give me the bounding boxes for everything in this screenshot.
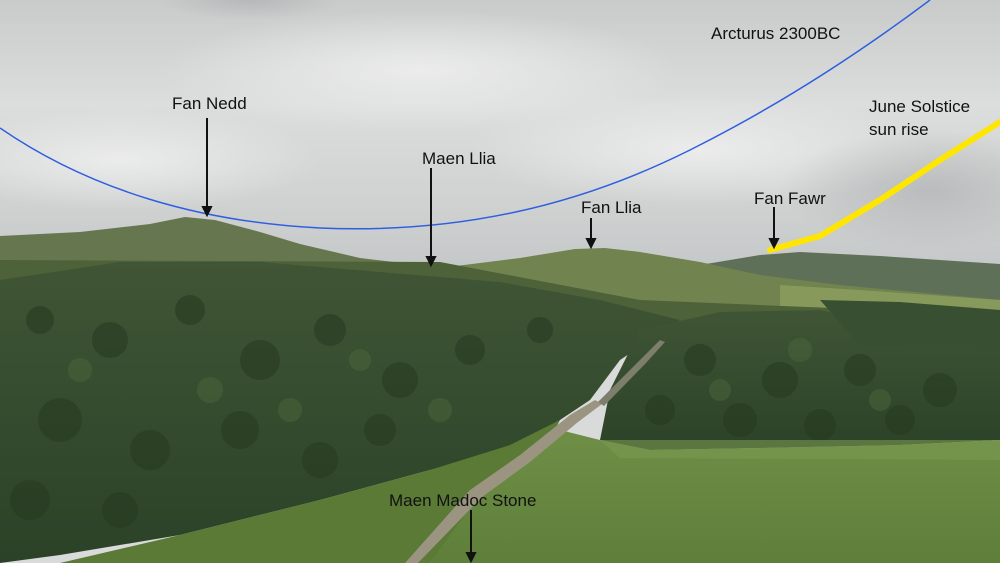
hill-fan-nedd — [0, 217, 420, 270]
label-june-solstice: June Solstice — [869, 97, 971, 116]
label-fan-nedd: Fan Nedd — [172, 94, 247, 113]
forest-left — [0, 262, 680, 563]
field-right — [430, 430, 1000, 563]
label-fan-llia: Fan Llia — [581, 198, 642, 217]
june-solstice-sunrise-line — [767, 119, 1000, 253]
field-left — [60, 420, 560, 563]
label-sun-rise: sun rise — [869, 120, 929, 139]
arcturus-2300bc-arc — [0, 0, 931, 230]
label-maen-llia: Maen Llia — [422, 149, 496, 168]
forest-track — [405, 400, 602, 563]
label-arcturus-2300bc: Arcturus 2300BC — [711, 24, 841, 43]
label-maen-madoc-stone: Maen Madoc Stone — [389, 491, 537, 510]
label-fan-fawr: Fan Fawr — [754, 189, 826, 208]
